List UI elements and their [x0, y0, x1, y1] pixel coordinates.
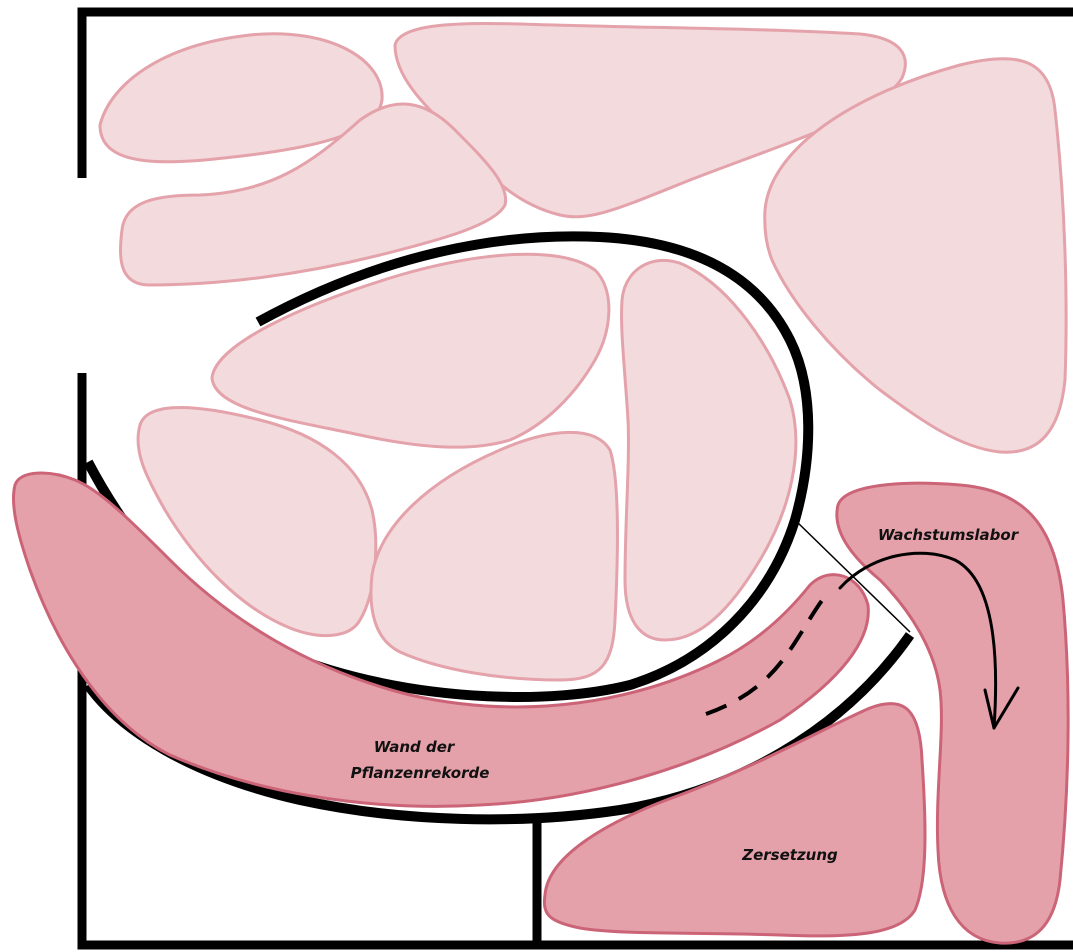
zone-inner-top — [212, 254, 609, 447]
label-growth-lab: Wachstumslabor — [878, 526, 1020, 544]
label-wall-line1: Wand der — [374, 738, 456, 756]
label-wall-line2: Pflanzenrekorde — [351, 764, 490, 782]
label-decomposition: Zersetzung — [741, 846, 838, 864]
zone-inner-middle — [371, 432, 617, 680]
